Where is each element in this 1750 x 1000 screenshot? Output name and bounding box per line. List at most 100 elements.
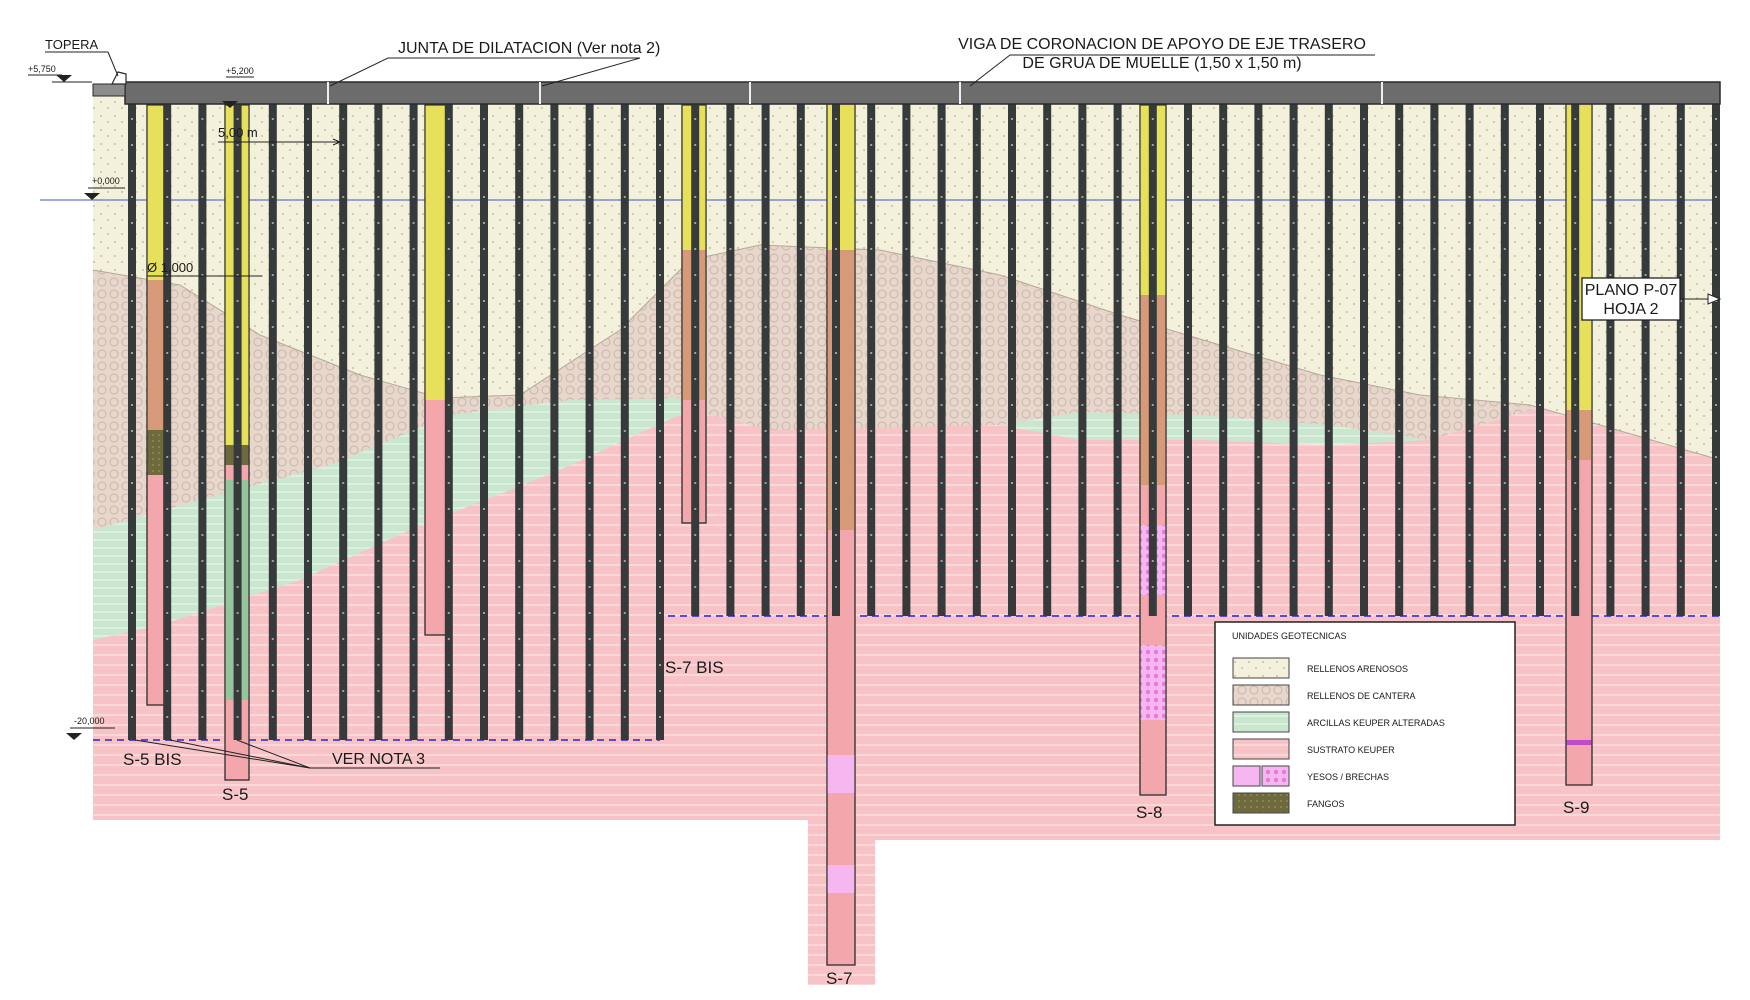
pile-marker — [659, 638, 661, 640]
pile-marker — [1292, 508, 1295, 510]
pile-marker — [1292, 404, 1295, 406]
pile-marker — [131, 404, 133, 406]
pile-marker — [1116, 378, 1119, 380]
pile-marker — [870, 508, 873, 510]
pile-marker — [1363, 222, 1365, 224]
pile — [937, 104, 946, 616]
pile-marker — [940, 586, 943, 588]
pile-marker — [1046, 196, 1049, 198]
pile-marker — [1363, 118, 1365, 120]
pile-marker — [1539, 378, 1541, 380]
pile-marker — [271, 326, 274, 328]
pile-marker — [1398, 300, 1401, 302]
pile-marker — [1187, 352, 1189, 354]
pile-marker — [940, 430, 943, 432]
pile-marker — [1151, 534, 1154, 536]
pile-marker — [1116, 222, 1119, 224]
pile-marker — [553, 378, 556, 380]
pile-marker — [905, 560, 908, 562]
pile-marker — [1574, 430, 1577, 432]
pile-marker — [659, 144, 661, 146]
pile-marker — [835, 326, 837, 328]
pile-marker — [588, 352, 591, 354]
pile-marker — [694, 144, 697, 146]
pile-marker — [307, 196, 309, 198]
pile-marker — [201, 716, 204, 718]
pile-marker — [659, 248, 661, 250]
pile-marker — [940, 326, 943, 328]
pile-marker — [940, 378, 943, 380]
pile-marker — [1257, 118, 1260, 120]
viga-label-line1: VIGA DE CORONACION DE APOYO DE EJE TRASE… — [958, 36, 1366, 53]
pile-marker — [905, 300, 908, 302]
pile-marker — [659, 560, 661, 562]
pile-marker — [307, 456, 309, 458]
legend-item-label: RELLENOS DE CANTERA — [1307, 691, 1416, 701]
pile-marker — [1574, 118, 1577, 120]
pile-marker — [1151, 352, 1154, 354]
pile-marker — [1433, 456, 1436, 458]
pile-marker — [483, 586, 485, 588]
pile-marker — [483, 404, 485, 406]
pile-marker — [201, 690, 204, 692]
pile-marker — [131, 352, 133, 354]
pile-marker — [1222, 508, 1225, 510]
pile-marker — [1574, 378, 1577, 380]
pile-marker — [166, 534, 169, 536]
pile-marker — [940, 508, 943, 510]
pile-marker — [377, 144, 380, 146]
pile-marker — [1011, 352, 1013, 354]
pile-marker — [1363, 430, 1365, 432]
pile-marker — [1116, 404, 1119, 406]
pile-marker — [1327, 378, 1330, 380]
pile-marker — [447, 560, 450, 562]
pile-marker — [1116, 300, 1119, 302]
pile-marker — [1503, 196, 1506, 198]
pile-marker — [307, 274, 309, 276]
pile-marker — [729, 430, 732, 432]
pile-marker — [1222, 222, 1225, 224]
pile-marker — [1257, 560, 1260, 562]
pile-marker — [1433, 586, 1436, 588]
pile-marker — [412, 326, 415, 328]
pile-marker — [835, 248, 837, 250]
pile-marker — [1433, 300, 1436, 302]
pile-marker — [975, 118, 978, 120]
legend-item: ARCILLAS KEUPER ALTERADAS — [1232, 711, 1445, 733]
pile-marker — [1257, 508, 1260, 510]
pile-marker — [1151, 222, 1154, 224]
pile-marker — [518, 586, 521, 588]
pile-marker — [412, 404, 415, 406]
pile-marker — [1327, 300, 1330, 302]
pile-marker — [1644, 430, 1647, 432]
pile-marker — [307, 508, 309, 510]
pile-marker — [729, 560, 732, 562]
pile-marker — [940, 560, 943, 562]
pile — [1113, 104, 1122, 616]
pile-marker — [1257, 196, 1260, 198]
pile-marker — [1257, 534, 1260, 536]
pile-marker — [588, 300, 591, 302]
pile-marker — [1363, 170, 1365, 172]
pile-marker — [1539, 534, 1541, 536]
pile-marker — [553, 690, 556, 692]
pile-marker — [166, 690, 169, 692]
pile-marker — [1539, 274, 1541, 276]
pile-marker — [1574, 352, 1577, 354]
legend-item-label: SUSTRATO KEUPER — [1307, 745, 1395, 755]
pile-marker — [553, 352, 556, 354]
pile-marker — [1187, 326, 1189, 328]
pile-marker — [1433, 326, 1436, 328]
pile-marker — [623, 664, 626, 666]
pile-marker — [447, 638, 450, 640]
pile-marker — [1503, 378, 1506, 380]
pile-marker — [412, 196, 415, 198]
pile-marker — [588, 248, 591, 250]
pile-marker — [201, 274, 204, 276]
level-mark-bottom: -20,000 — [66, 716, 115, 740]
pile-marker — [975, 248, 978, 250]
pile-marker — [1609, 508, 1612, 510]
pile — [1571, 104, 1580, 616]
pile-marker — [1468, 456, 1471, 458]
pile-marker — [1116, 248, 1119, 250]
